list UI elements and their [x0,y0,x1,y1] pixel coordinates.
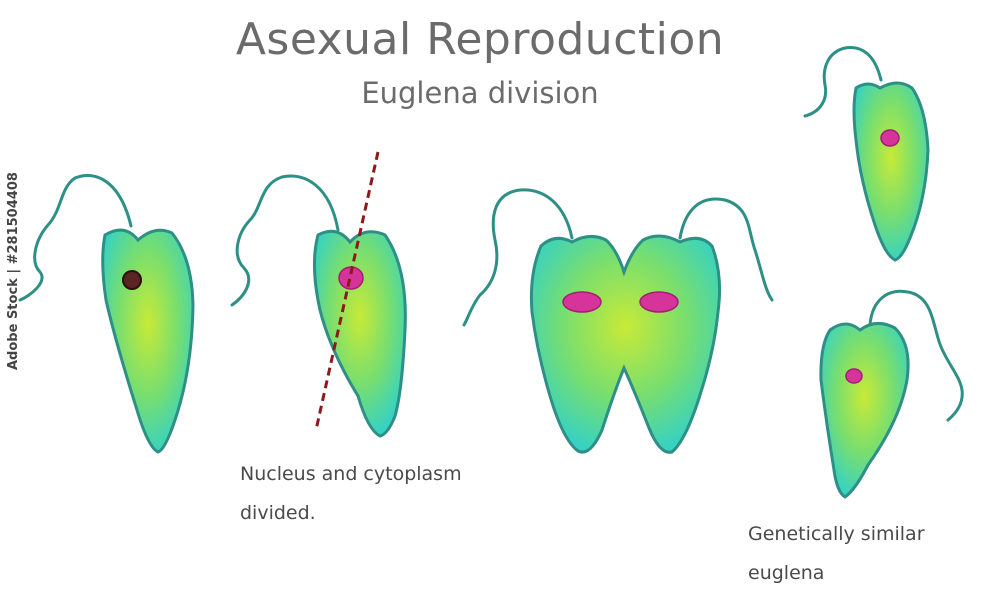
euglena-original [18,174,195,454]
caption-result: Genetically similar euglena [748,515,925,593]
caption-line: Nucleus and cytoplasm [240,463,462,485]
caption-line: Genetically similar [748,523,925,545]
flagellum-right [678,197,774,302]
flagellum-left [462,188,574,327]
euglena-body [529,234,722,454]
caption-line: euglena [748,562,825,584]
flagellum [803,45,883,118]
euglena-dividing [230,151,407,438]
nucleus-right [639,291,679,313]
euglena-daughter-bottom [819,289,964,499]
diagram-title: Asexual Reproduction [235,14,725,65]
euglena-daughter-top [803,45,930,262]
division-line [314,151,380,431]
nucleus [845,368,863,384]
euglena-body [852,81,930,262]
caption-division: Nucleus and cytoplasm divided. [240,455,462,533]
euglena-splitting [462,188,774,454]
nucleus-left [562,291,602,313]
euglena-body [312,229,407,438]
caption-line: divided. [240,502,316,524]
nucleus [880,129,900,147]
stock-watermark: Adobe Stock | #281504408 [6,172,21,370]
flagellum [18,174,133,302]
diagram-subtitle: Euglena division [361,76,599,110]
flagellum [868,289,964,422]
flagellum [230,174,340,307]
euglena-body [101,228,195,454]
euglena-body [819,322,910,499]
nucleus [122,270,142,290]
